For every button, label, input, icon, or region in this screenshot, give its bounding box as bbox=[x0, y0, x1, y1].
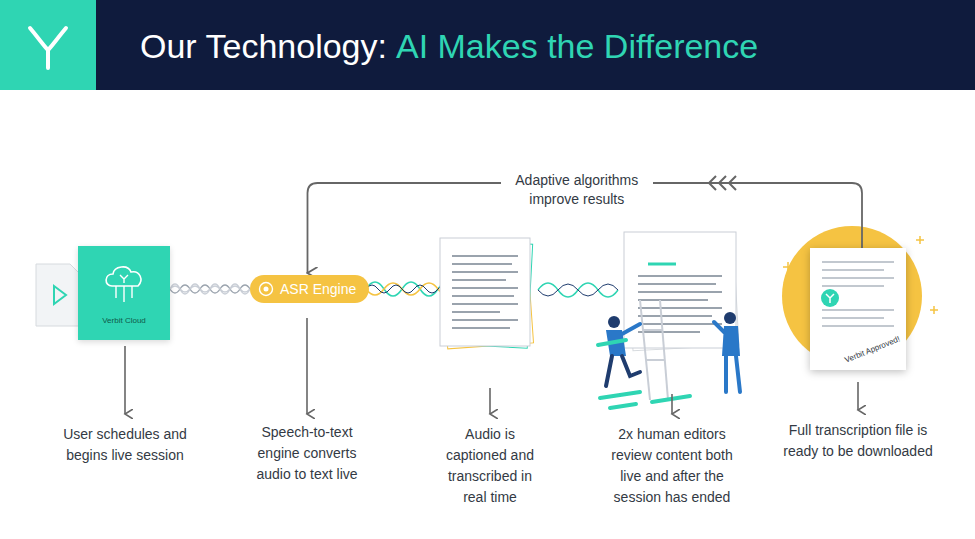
title-text: Our Technology: bbox=[140, 27, 387, 65]
stamp-text: Verbit Approved! bbox=[844, 334, 902, 364]
audio-wave bbox=[170, 285, 250, 293]
cloud-y bbox=[120, 275, 128, 283]
text-line bbox=[822, 309, 894, 311]
cloud-icon bbox=[78, 246, 170, 316]
step-caption: 2x human editors review content both liv… bbox=[607, 424, 737, 508]
title-highlight: AI Makes the Difference bbox=[396, 27, 758, 65]
text-line bbox=[822, 325, 894, 327]
text-line bbox=[822, 277, 894, 279]
logo-symbol bbox=[0, 0, 96, 90]
engine-ring bbox=[260, 283, 273, 296]
cloud-wires bbox=[116, 286, 132, 302]
text-line bbox=[822, 317, 884, 319]
audio-wave bbox=[170, 284, 250, 294]
logo-square bbox=[0, 0, 96, 90]
cloud-box: Verbit Cloud bbox=[78, 246, 170, 340]
edge-label: Adaptive algorithms improve results bbox=[501, 171, 653, 209]
badge bbox=[821, 289, 839, 307]
engine-icon bbox=[258, 281, 274, 297]
final-document: Verbit Approved! bbox=[810, 248, 906, 370]
badge-y bbox=[826, 294, 834, 303]
cloud-outline bbox=[106, 267, 141, 286]
node-text: ASR Engine bbox=[280, 281, 356, 297]
step-caption: Full transcription file is ready to be d… bbox=[778, 420, 938, 462]
step-caption: Speech-to-text engine converts audio to … bbox=[246, 422, 368, 485]
text-line bbox=[822, 269, 884, 271]
node-text: Verbit Cloud bbox=[78, 316, 170, 325]
engine-core bbox=[264, 287, 269, 292]
audio-wave bbox=[170, 286, 250, 292]
connector bbox=[170, 284, 250, 294]
step-caption: User schedules and begins live session bbox=[50, 424, 200, 466]
text-line bbox=[822, 285, 884, 287]
asr-pill: ASR Engine bbox=[250, 275, 369, 303]
step-caption: Audio is captioned and transcribed in re… bbox=[442, 424, 538, 508]
text-line bbox=[822, 261, 894, 263]
title-line: Our Technology:AI Makes the Difference bbox=[140, 26, 758, 66]
